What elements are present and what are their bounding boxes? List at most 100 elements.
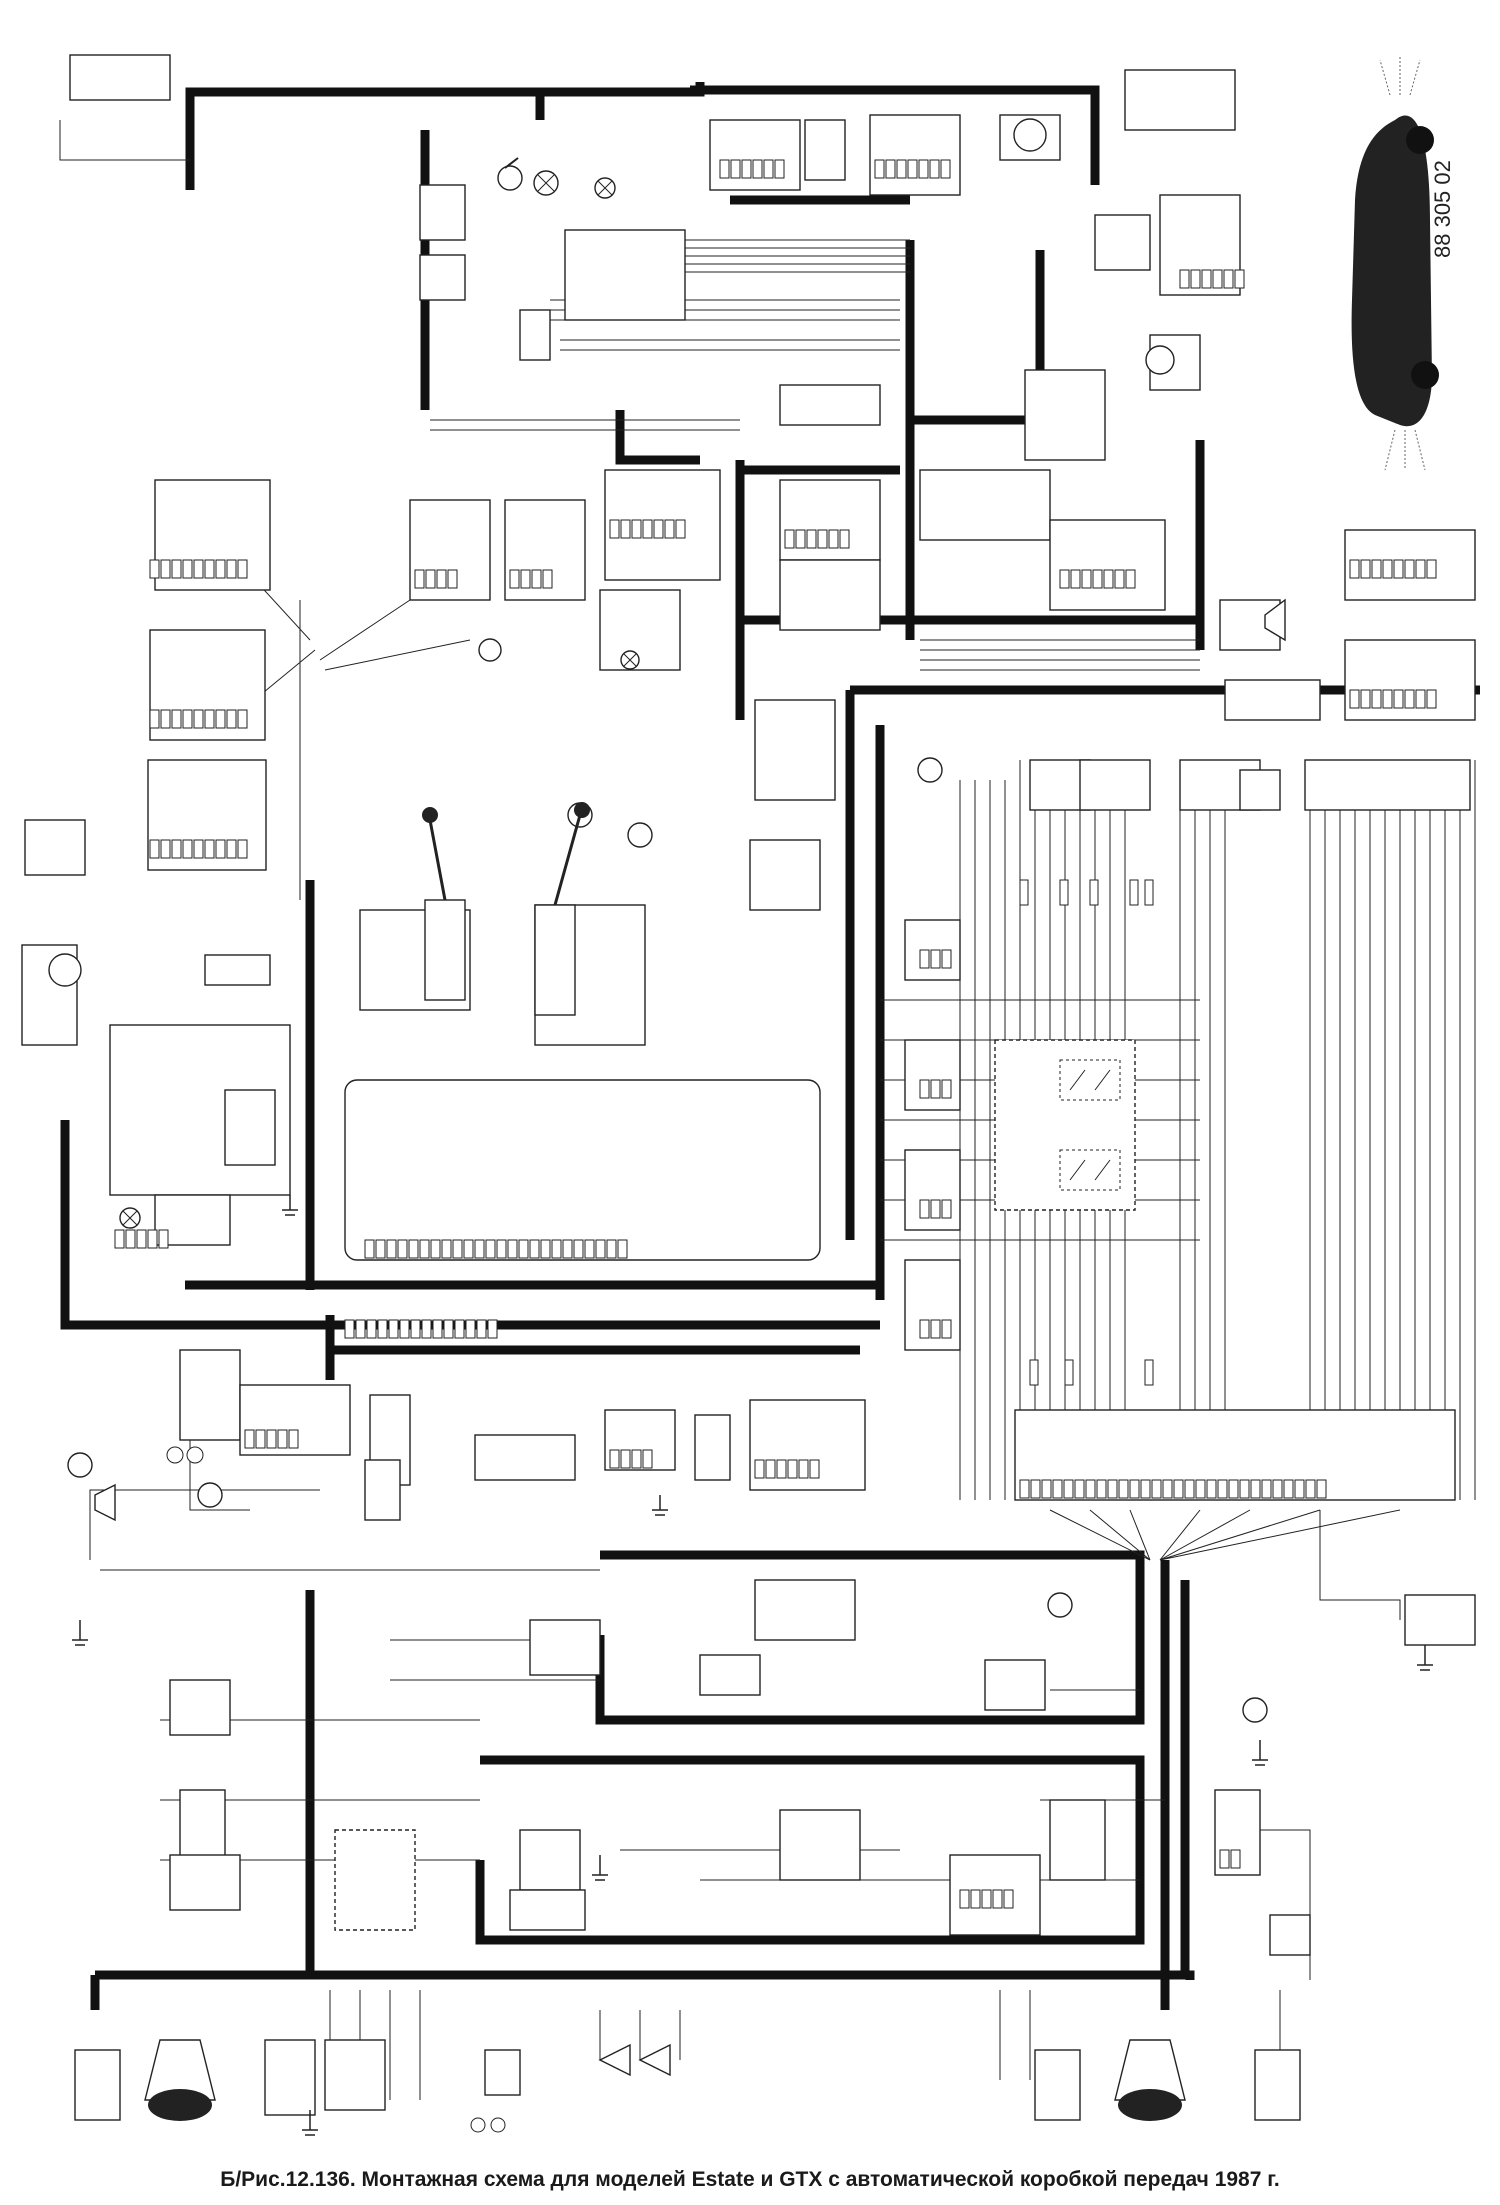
connector-block [1079, 759, 1151, 811]
connector-block [699, 1654, 761, 1696]
connector-block [169, 1854, 241, 1911]
connector-pin [941, 949, 952, 969]
connector-pin [160, 559, 171, 579]
connector-pin [981, 1889, 992, 1909]
dashboard-connector [344, 1079, 821, 1261]
connector-pin [266, 1429, 277, 1449]
connector-pin [430, 1239, 441, 1259]
connector-pin [1349, 689, 1360, 709]
connector-pin [1212, 269, 1223, 289]
connector-pin [609, 1449, 620, 1469]
connector-pin [874, 159, 885, 179]
ground-icon [72, 1195, 1433, 2136]
connector-block [1269, 1914, 1311, 1956]
car-silhouette-icon [1351, 55, 1439, 471]
connector-blocks [21, 54, 1476, 2121]
connector-pin [959, 1889, 970, 1909]
connector-pin [919, 949, 930, 969]
connector-pin [375, 1239, 386, 1259]
connector-pin [1184, 1479, 1195, 1499]
connector-pin [215, 559, 226, 579]
connector-block [754, 699, 836, 801]
connector-block [1404, 1594, 1476, 1646]
connector-pin [609, 519, 620, 539]
connector-pin [193, 839, 204, 859]
stalk-switches [422, 802, 590, 1016]
connector-pin [1195, 1479, 1206, 1499]
connector-block [709, 119, 801, 191]
connector-pin [1230, 1849, 1241, 1869]
connector-pin [171, 839, 182, 859]
connector-pin [425, 569, 436, 589]
connector-pin [215, 709, 226, 729]
connector-pin [839, 529, 850, 549]
connector-pin [806, 529, 817, 549]
connector-pin [919, 1319, 930, 1339]
connector-pin [642, 519, 653, 539]
connector-pin [215, 839, 226, 859]
connector-pin [136, 1229, 147, 1249]
connector-pin [1103, 569, 1114, 589]
wiring-diagram [21, 54, 1480, 2136]
battery [1049, 1799, 1106, 1881]
connector-pin [919, 1199, 930, 1219]
motor-icon [48, 118, 1175, 2133]
connector-pin [1426, 689, 1437, 709]
connector-pin [765, 1459, 776, 1479]
connector-pin [1239, 1479, 1250, 1499]
connector-block [334, 1829, 416, 1931]
connector-pin [1125, 569, 1136, 589]
connector-pin [454, 1319, 465, 1339]
connector-pin [1118, 1479, 1129, 1499]
connector-block [754, 1579, 856, 1641]
connector-pin [1107, 1479, 1118, 1499]
connector-pin [1151, 1479, 1162, 1499]
connector-pin [664, 519, 675, 539]
connector-pin [631, 1449, 642, 1469]
connector-pin [1223, 269, 1234, 289]
connector-block [749, 839, 821, 911]
connector-pin [1070, 569, 1081, 589]
connector-pin [1228, 1479, 1239, 1499]
connector-pin [1382, 689, 1393, 709]
connector-pin [930, 1319, 941, 1339]
connector-pin [1059, 569, 1070, 589]
connector-pin [1426, 559, 1437, 579]
connector-block [419, 254, 466, 301]
connector-pin [414, 569, 425, 589]
connector-pin [1081, 569, 1092, 589]
connector-pin [364, 1239, 375, 1259]
connector-pin [540, 1239, 551, 1259]
connector-pin [817, 529, 828, 549]
connector-pin [1190, 269, 1201, 289]
connector-pin [551, 1239, 562, 1259]
connector-pin [171, 559, 182, 579]
connector-block [779, 384, 881, 426]
connector-block [474, 1434, 576, 1481]
connector-pin [204, 709, 215, 729]
connector-pin [617, 1239, 628, 1259]
connector-pin [474, 1239, 485, 1259]
connector-pin [509, 569, 520, 589]
connector-pin [255, 1429, 266, 1449]
connector-pin [408, 1239, 419, 1259]
connector-pin [496, 1239, 507, 1259]
connector-pin [237, 559, 248, 579]
connector-pin [355, 1319, 366, 1339]
switch-icon [67, 157, 1268, 1723]
display-panel [224, 1089, 276, 1166]
connector-block [169, 1679, 231, 1736]
connector-pin [237, 709, 248, 729]
connector-pin [432, 1319, 443, 1339]
connector-pin [182, 559, 193, 579]
connector-pin [421, 1319, 432, 1339]
connector-block [419, 184, 466, 241]
connector-pin [1052, 1479, 1063, 1499]
connector-block [24, 819, 86, 876]
connector-pin [1030, 1479, 1041, 1499]
connector-pin [1305, 1479, 1316, 1499]
connector-pin [397, 1239, 408, 1259]
connector-pin [149, 839, 160, 859]
connector-pin [741, 159, 752, 179]
connector-pin [531, 569, 542, 589]
